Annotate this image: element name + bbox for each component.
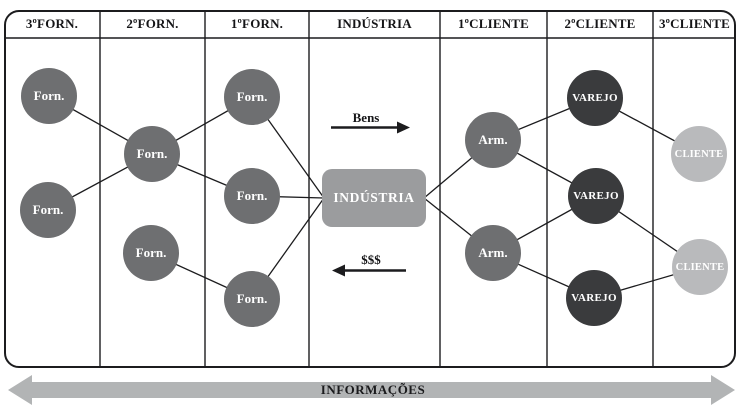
warehouse-node-bottom: Arm. xyxy=(465,225,521,281)
column-header-industry: INDÚSTRIA xyxy=(337,16,412,31)
client-node-top: CLIENTE xyxy=(671,126,727,182)
goods-arrow-head-icon xyxy=(397,121,410,134)
industry-box: INDÚSTRIA xyxy=(322,169,426,227)
supplier-node-tier2-bottom: Forn. xyxy=(123,225,179,281)
column-header-tier1-customers: 1ºCLIENTE xyxy=(457,16,530,31)
payment-arrow-head-icon xyxy=(332,264,345,277)
supplier-node-tier2-top: Forn. xyxy=(124,126,180,182)
client-node-bottom: CLIENTE xyxy=(672,239,728,295)
column-header-tier3-suppliers: 3ºFORN. xyxy=(25,16,79,31)
information-arrow-icon xyxy=(8,375,735,405)
retail-node-top: VAREJO xyxy=(567,70,623,126)
payment-flow: $$$ xyxy=(332,252,406,277)
warehouse-node-top: Arm. xyxy=(465,112,521,168)
column-header-tier1-suppliers: 1ºFORN. xyxy=(230,16,284,31)
supplier-node-tier1-top: Forn. xyxy=(224,69,280,125)
column-header-tier3-customers: 3ºCLIENTE xyxy=(658,16,731,31)
retail-node-middle: VAREJO xyxy=(568,168,624,224)
information-flow-label: INFORMAÇÕES xyxy=(321,382,425,397)
column-header-tier2-customers: 2ºCLIENTE xyxy=(564,16,636,31)
information-flow: INFORMAÇÕES xyxy=(8,375,735,405)
column-dividers xyxy=(99,11,654,367)
supplier-node-tier1-middle: Forn. xyxy=(224,168,280,224)
column-header-tier2-suppliers: 2ºFORN. xyxy=(126,16,179,31)
goods-flow-label: Bens xyxy=(353,110,380,125)
payment-flow-label: $$$ xyxy=(361,252,381,267)
supplier-node-tier3-bottom: Forn. xyxy=(20,182,76,238)
supplier-node-tier1-bottom: Forn. xyxy=(224,271,280,327)
supplier-node-tier3-top: Forn. xyxy=(21,68,77,124)
goods-flow: Bens xyxy=(331,110,410,134)
retail-node-bottom: VAREJO xyxy=(566,270,622,326)
